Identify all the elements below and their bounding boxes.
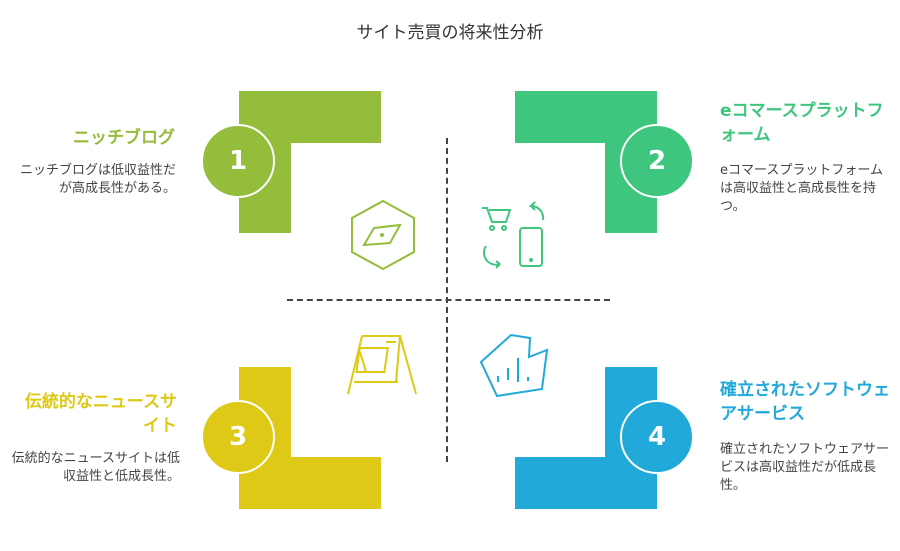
compass-hexagon-icon <box>351 199 415 271</box>
q1-number-badge: 1 <box>201 124 275 198</box>
q4-number-badge: 4 <box>620 400 694 474</box>
q2-description: eコマースプラットフォームは高収益性と高成長性を持つ。 <box>720 163 883 214</box>
q3-heading: 伝統的なニュースサイト <box>24 392 177 436</box>
q4-description: 確立されたソフトウェアサービスは高収益性だが低成長性。 <box>720 442 890 493</box>
cart-phone-icon <box>482 201 545 269</box>
q4-heading: 確立されたソフトウェアサービス <box>720 380 890 424</box>
horizontal-axis-divider <box>287 299 610 301</box>
q2-heading: eコマースプラットフォーム <box>720 101 884 145</box>
q2-number-badge: 2 <box>620 124 694 198</box>
diagram-title: サイト売買の将来性分析 <box>356 23 544 43</box>
signboard-icon <box>347 335 417 395</box>
q1-description: ニッチブログは低収益性だが高成長性がある。 <box>19 163 176 196</box>
chart-shape-icon <box>479 333 549 398</box>
q3-bar-bottom <box>239 457 381 509</box>
q1-heading: ニッチブログ <box>73 128 175 148</box>
q3-description: 伝統的なニュースサイトは低収益性と低成長性。 <box>11 451 180 484</box>
q3-number-badge: 3 <box>201 400 275 474</box>
